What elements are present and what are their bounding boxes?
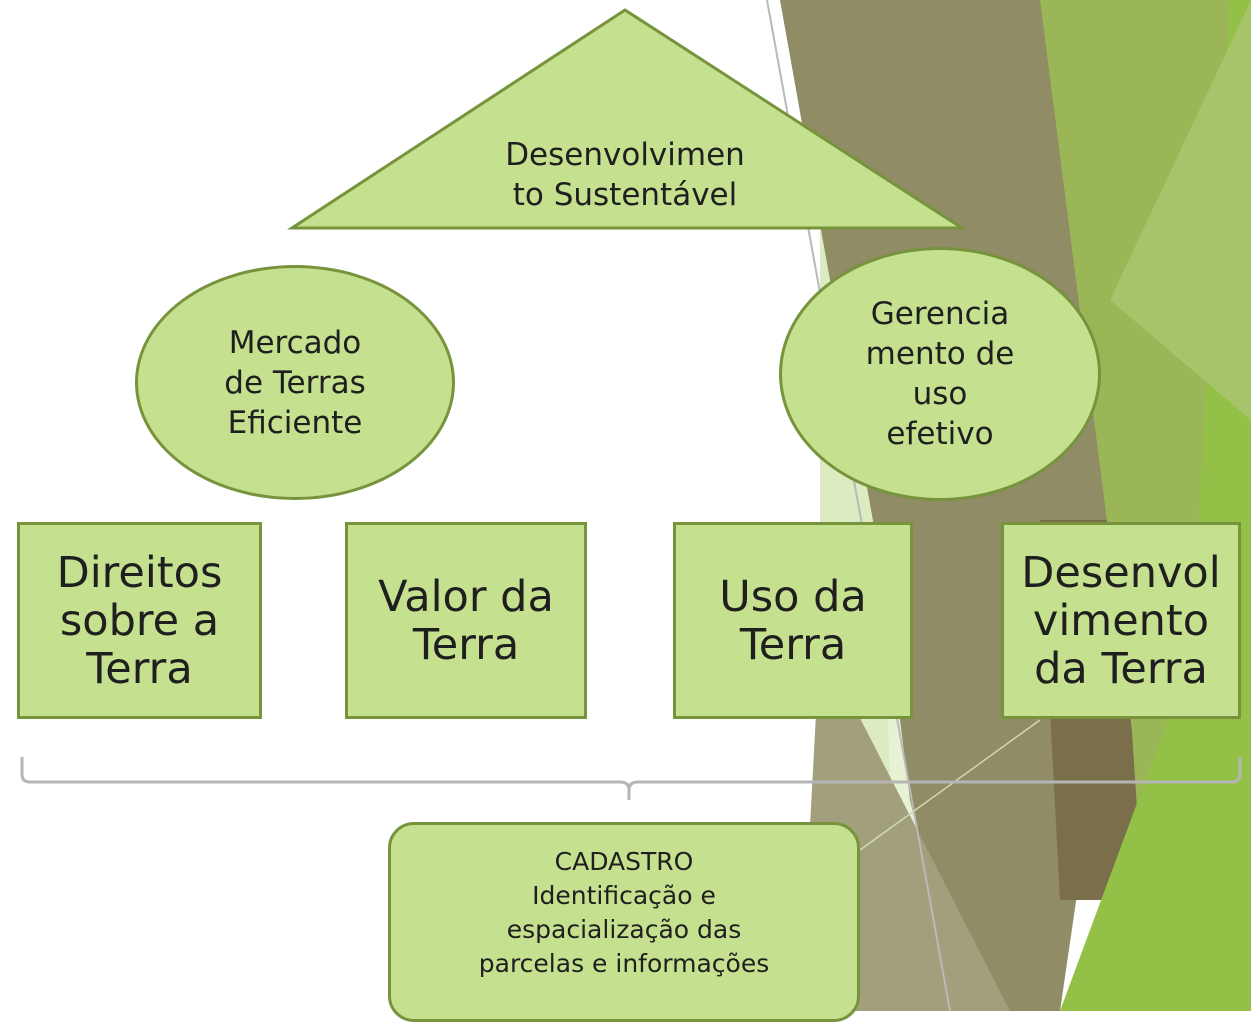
- cadastro-label: CADASTRO Identificação e espacialização …: [478, 847, 770, 978]
- land-development-label: Desenvol vimento da Terra: [1021, 547, 1221, 694]
- efficient-land-market-label: Mercado de Terras Eficiente: [224, 324, 366, 441]
- land-use-label: Uso da Terra: [719, 571, 867, 670]
- land-rights-box: Direitos sobre a Terra: [17, 522, 262, 719]
- bg-facet-green-light: [1110, 0, 1251, 420]
- cadastro-box: CADASTRO Identificação e espacialização …: [388, 822, 860, 1022]
- top-triangle: [286, 8, 968, 230]
- bg-facet-olive: [780, 0, 1120, 1011]
- effective-use-management-ellipse: Gerencia mento de uso efetivo: [779, 247, 1101, 501]
- efficient-land-market-ellipse: Mercado de Terras Eficiente: [135, 265, 455, 500]
- land-value-label: Valor da Terra: [378, 571, 554, 670]
- land-value-box: Valor da Terra: [345, 522, 587, 719]
- land-use-box: Uso da Terra: [673, 522, 913, 719]
- land-rights-label: Direitos sobre a Terra: [56, 547, 223, 694]
- sustainable-development-label: Desenvolvimen to Sustentável: [505, 137, 745, 213]
- cadastro-bracket: [20, 757, 1242, 800]
- land-development-box: Desenvol vimento da Terra: [1001, 522, 1241, 719]
- bg-facet-bright: [1060, 0, 1251, 1011]
- bg-thin-line-2: [859, 719, 1041, 851]
- effective-use-management-label: Gerencia mento de uso efetivo: [865, 296, 1015, 452]
